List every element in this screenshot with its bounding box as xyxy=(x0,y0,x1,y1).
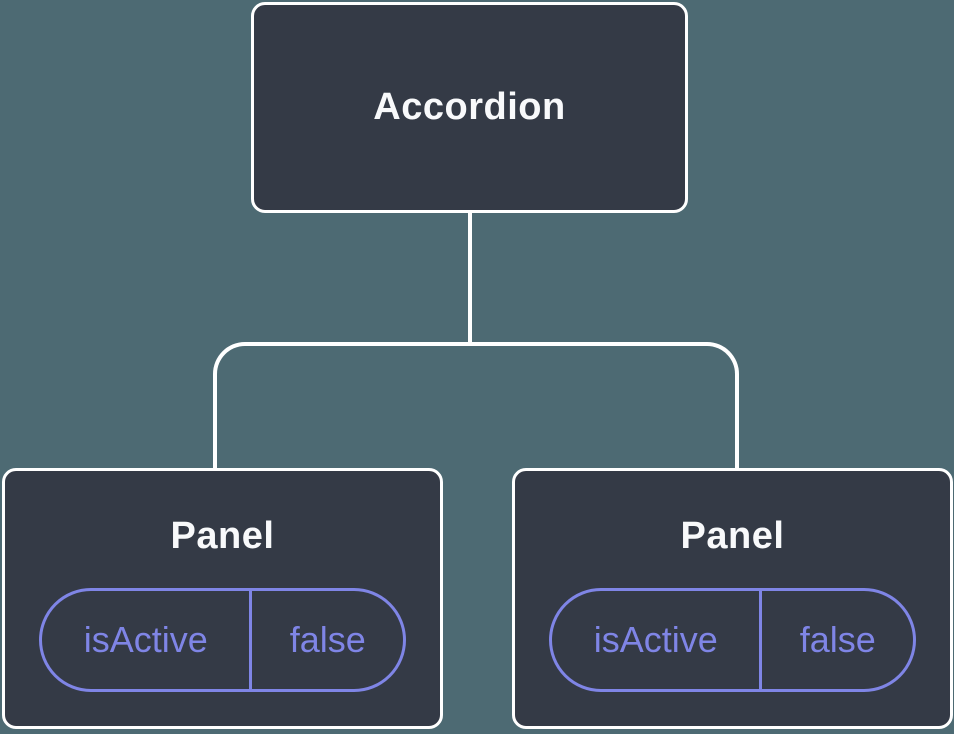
panel-node-label: Panel xyxy=(170,515,275,557)
panel-node-left: Panel isActive false xyxy=(2,468,443,729)
state-value: false xyxy=(799,619,876,660)
panel-node-right: Panel isActive false xyxy=(512,468,953,729)
state-pill: isActive false xyxy=(549,588,916,692)
state-key: isActive xyxy=(42,591,253,689)
tree-connector-stem xyxy=(468,212,472,345)
state-value: false xyxy=(289,619,366,660)
state-pill: isActive false xyxy=(39,588,406,692)
tree-connector-branch xyxy=(213,342,739,468)
accordion-node-label: Accordion xyxy=(373,86,566,128)
panel-node-label: Panel xyxy=(680,515,785,557)
accordion-node: Accordion xyxy=(251,2,688,213)
state-key: isActive xyxy=(552,591,763,689)
